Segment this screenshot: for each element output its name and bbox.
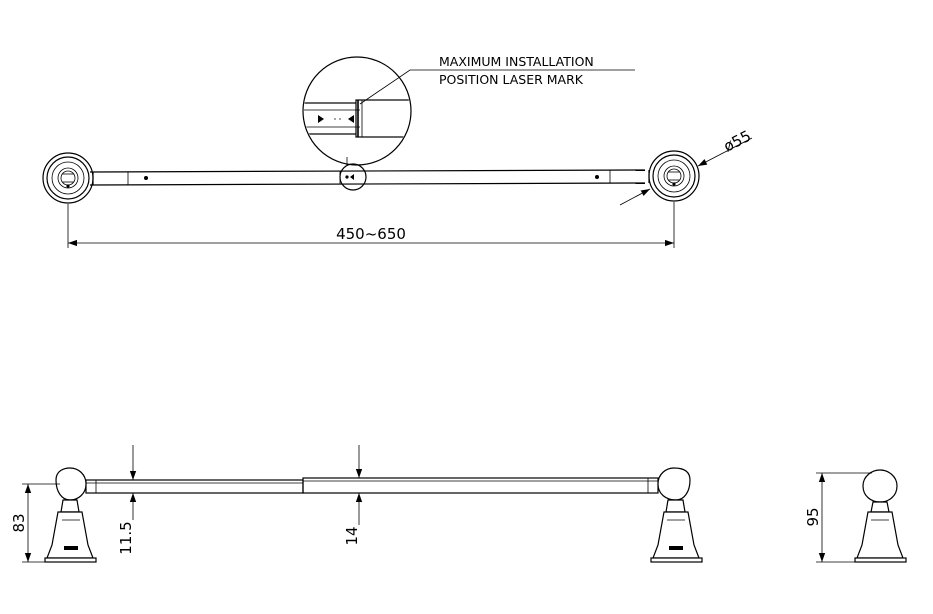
rod-small-label: 11.5	[117, 521, 135, 554]
height-front-label: 83	[10, 513, 28, 532]
side-post	[854, 469, 907, 563]
magnified-detail	[302, 56, 412, 166]
rod-large-label: 14	[343, 526, 361, 545]
height-dimension-front: 83	[10, 483, 60, 563]
detail-marker-circle	[339, 163, 367, 191]
top-view: MAXIMUM INSTALLATION POSITION LASER MARK…	[42, 54, 754, 248]
towel-bar-rod-front	[85, 477, 659, 494]
laser-mark-note-line1: MAXIMUM INSTALLATION	[439, 54, 594, 69]
diameter-label: ø55	[721, 127, 754, 156]
left-post-front	[44, 467, 97, 563]
height-side-label: 95	[804, 507, 822, 526]
length-range-label: 450~650	[336, 225, 406, 243]
right-post-front	[650, 467, 703, 563]
diameter-dimension: ø55	[619, 127, 754, 206]
laser-mark-annotation: MAXIMUM INSTALLATION POSITION LASER MARK	[359, 54, 635, 105]
front-view: 83 11.5 14	[10, 445, 703, 563]
right-bracket-top	[648, 150, 700, 202]
height-dimension-side: 95	[804, 472, 872, 563]
side-view: 95	[804, 469, 907, 563]
length-dimension: 450~650	[67, 202, 675, 248]
laser-mark-note-line2: POSITION LASER MARK	[439, 72, 584, 87]
towel-bar-rod-top	[89, 169, 646, 186]
left-bracket-top	[42, 152, 94, 204]
rod-small-dimension: 11.5	[117, 445, 137, 555]
rod-large-dimension: 14	[343, 445, 363, 546]
